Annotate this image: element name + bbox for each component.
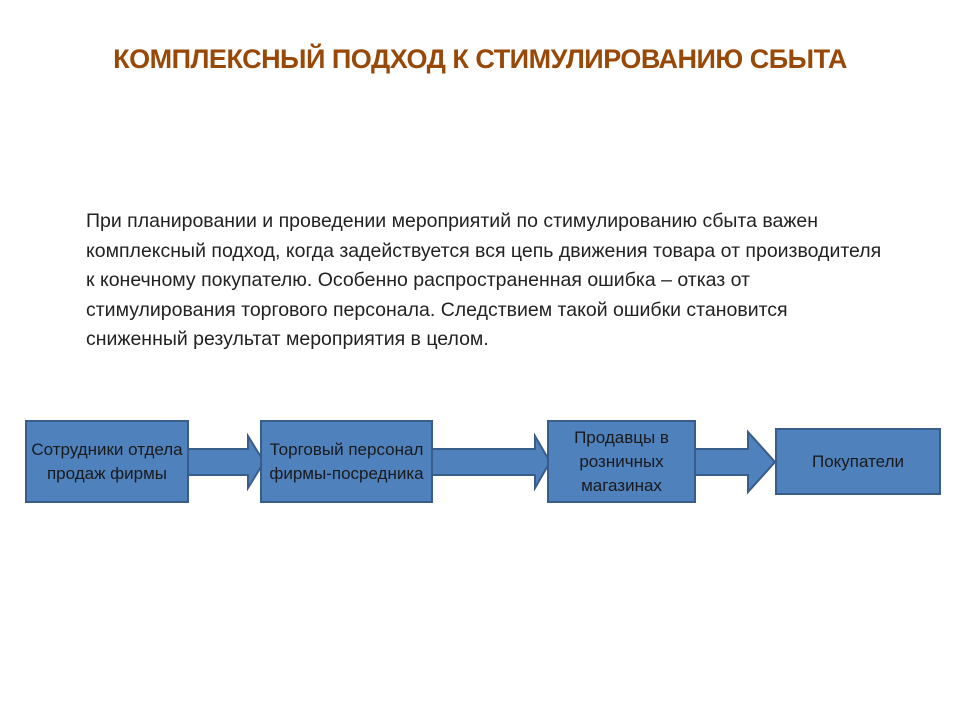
- flow-box-retail-sellers: Продавцы в розничных магазинах: [547, 420, 696, 503]
- arrow-1: [185, 432, 266, 492]
- arrow-2: [429, 432, 552, 492]
- flow-box-intermediary-staff: Торговый персонал фирмы-посредника: [260, 420, 433, 503]
- flow-box-sales-staff: Сотрудники отдела продаж фирмы: [25, 420, 189, 503]
- flow-box-buyers: Покупатели: [775, 428, 941, 495]
- arrow-3: [692, 429, 777, 495]
- slide-title: КОМПЛЕКСНЫЙ ПОДХОД К СТИМУЛИРОВАНИЮ СБЫТ…: [113, 44, 847, 74]
- body-paragraph: При планировании и проведении мероприяти…: [86, 210, 882, 350]
